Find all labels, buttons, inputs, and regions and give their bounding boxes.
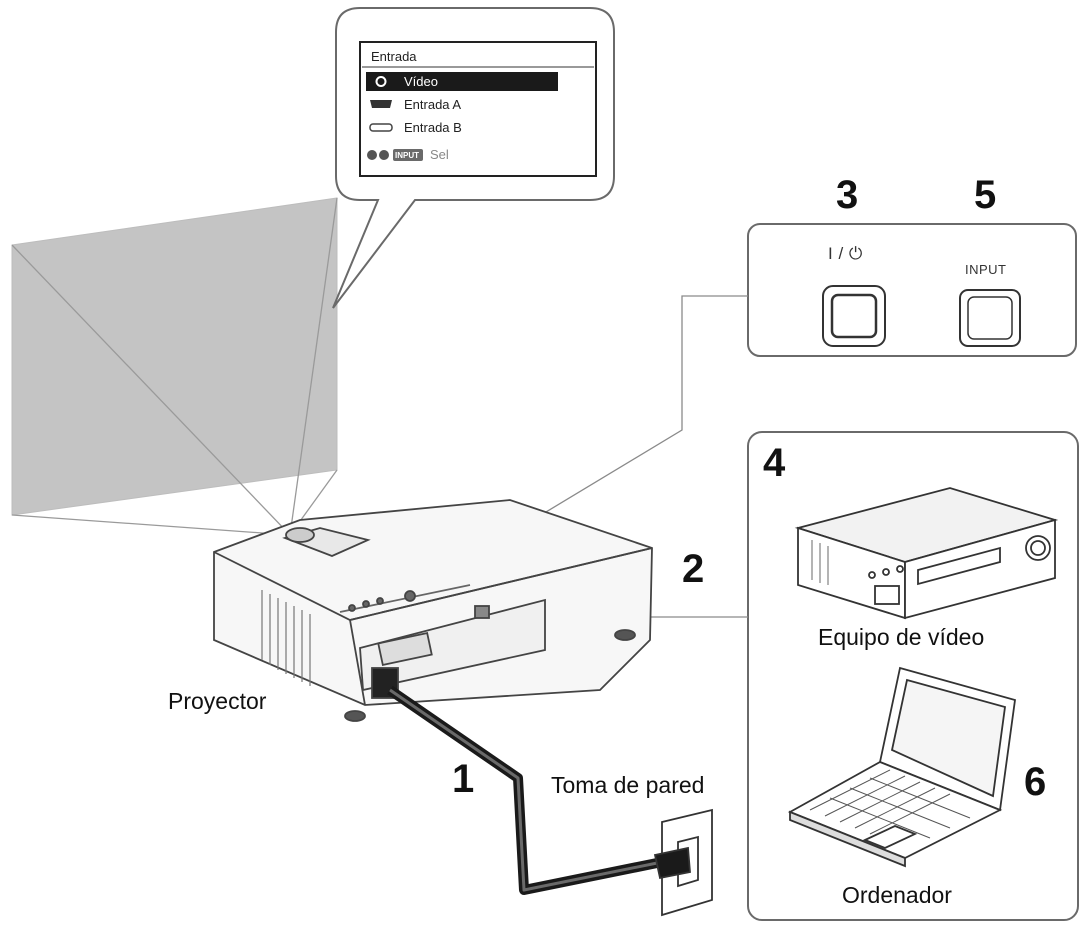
menu-item-input-b[interactable]: Entrada B [404,120,462,135]
projector [213,499,653,722]
menu-item-video[interactable]: Vídeo [404,74,438,89]
projection-beams [11,197,338,536]
step-3: 3 [836,173,859,217]
input-key-icon [393,149,423,161]
step-4: 4 [763,441,786,485]
step-6: 6 [1024,760,1047,804]
computer-label: Ordenador [842,882,952,908]
projection-screen [11,197,338,516]
arrow-keys-icon [367,150,389,160]
wall-outlet [653,808,713,917]
menu-title: Entrada [371,49,417,64]
control-panel-box [747,223,1077,357]
input-button [959,289,1021,347]
video-equipment-label: Equipo de vídeo [818,624,985,650]
step-1: 1 [452,757,475,801]
hdmi-input-icon [370,100,392,108]
video-input-icon [375,76,387,87]
menu-hint-input-key: INPUT [395,151,419,160]
input-button-label: INPUT [965,262,1007,277]
power-button-label: I / ⏻ [828,244,863,263]
menu-item-input-a[interactable]: Entrada A [404,97,462,112]
step-5: 5 [974,173,997,217]
laptop-illustration [787,666,1016,868]
video-equipment-illustration [794,487,1059,620]
menu-hint-text: Sel [430,147,449,162]
power-button [822,285,886,347]
projector-label: Proyector [168,688,267,714]
wall-outlet-label: Toma de pared [551,772,705,798]
vga-input-icon [369,123,393,132]
menu-selected-highlight [366,72,558,91]
step-2: 2 [682,547,705,591]
